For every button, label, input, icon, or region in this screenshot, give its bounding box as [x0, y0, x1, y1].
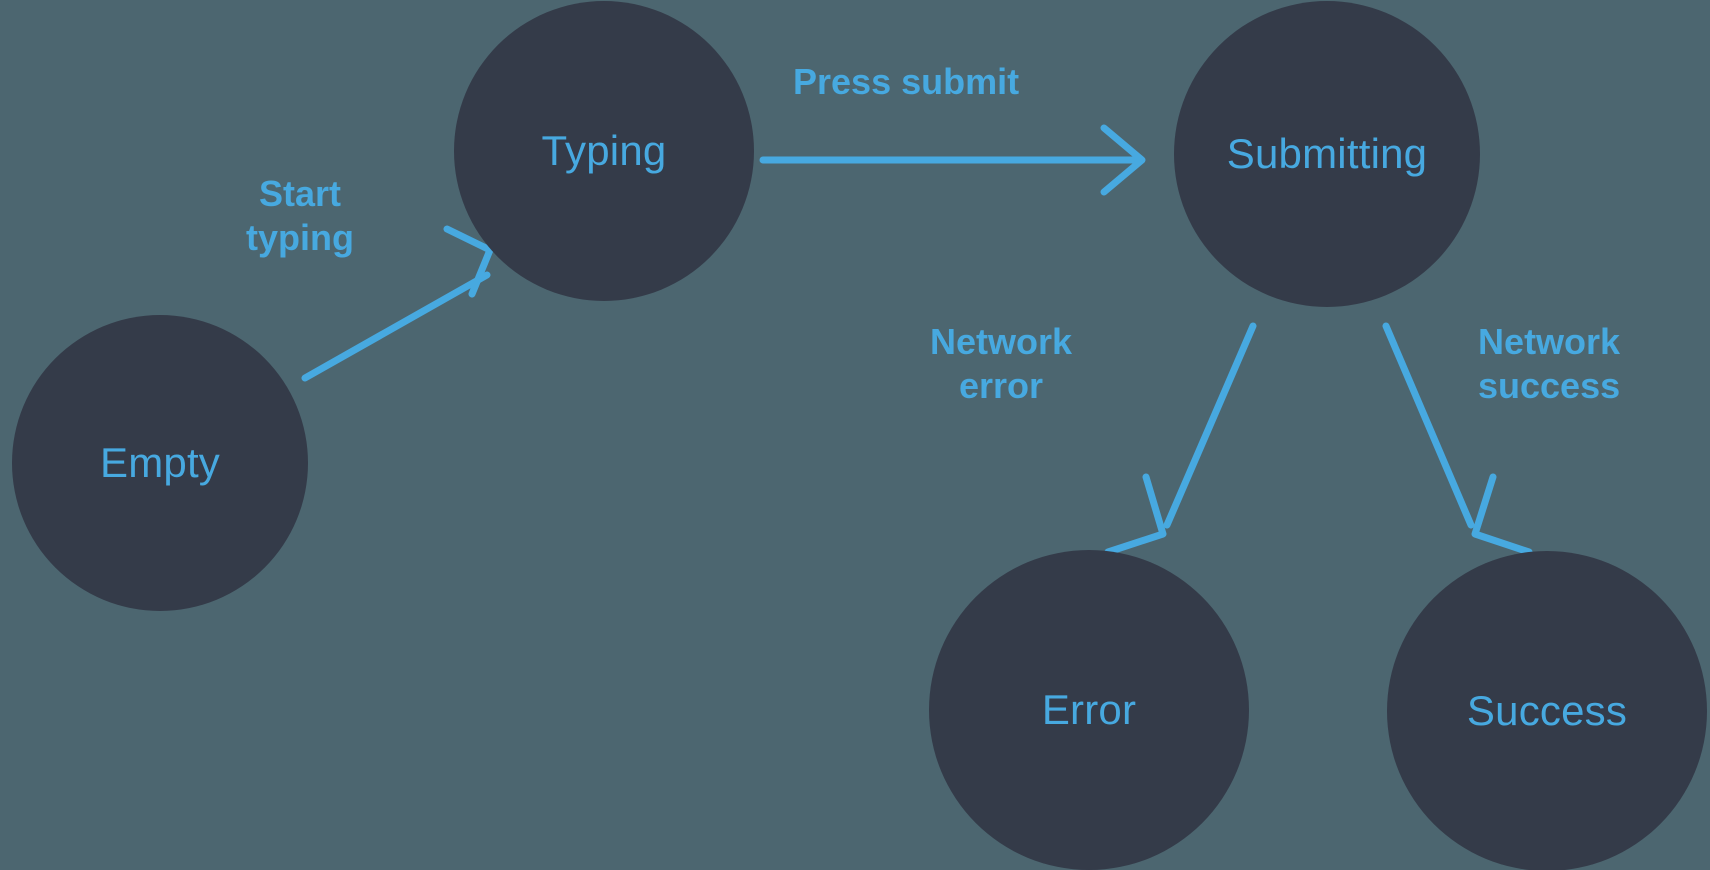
- transition-line-start-typing: [301, 271, 491, 382]
- state-node-typing[interactable]: Typing: [454, 1, 754, 301]
- transition-label-network-error: Network error: [930, 321, 1073, 406]
- transition-label-start-typing: Start typing: [246, 173, 354, 258]
- arrowhead-icon-network-error: [1104, 473, 1167, 556]
- state-label-submitting: Submitting: [1226, 130, 1428, 177]
- transition-label-network-success: Network success: [1478, 321, 1621, 406]
- transition-line-network-success: [1382, 322, 1475, 529]
- transition-line-network-error: [1163, 322, 1257, 529]
- state-node-empty[interactable]: Empty: [12, 315, 308, 611]
- state-node-success[interactable]: Success: [1387, 551, 1707, 870]
- state-label-success: Success: [1466, 687, 1628, 734]
- state-node-submitting[interactable]: Submitting: [1174, 1, 1480, 307]
- state-label-error: Error: [1041, 686, 1137, 733]
- transition-label-press-submit: Press submit: [793, 61, 1020, 102]
- arrowhead-icon-start-typing: [443, 225, 494, 298]
- arrowhead-icon-press-submit: [1100, 124, 1146, 196]
- arrowhead-icon-network-success: [1471, 473, 1533, 556]
- state-label-empty: Empty: [99, 439, 221, 486]
- state-node-error[interactable]: Error: [929, 550, 1249, 870]
- state-label-typing: Typing: [541, 127, 667, 174]
